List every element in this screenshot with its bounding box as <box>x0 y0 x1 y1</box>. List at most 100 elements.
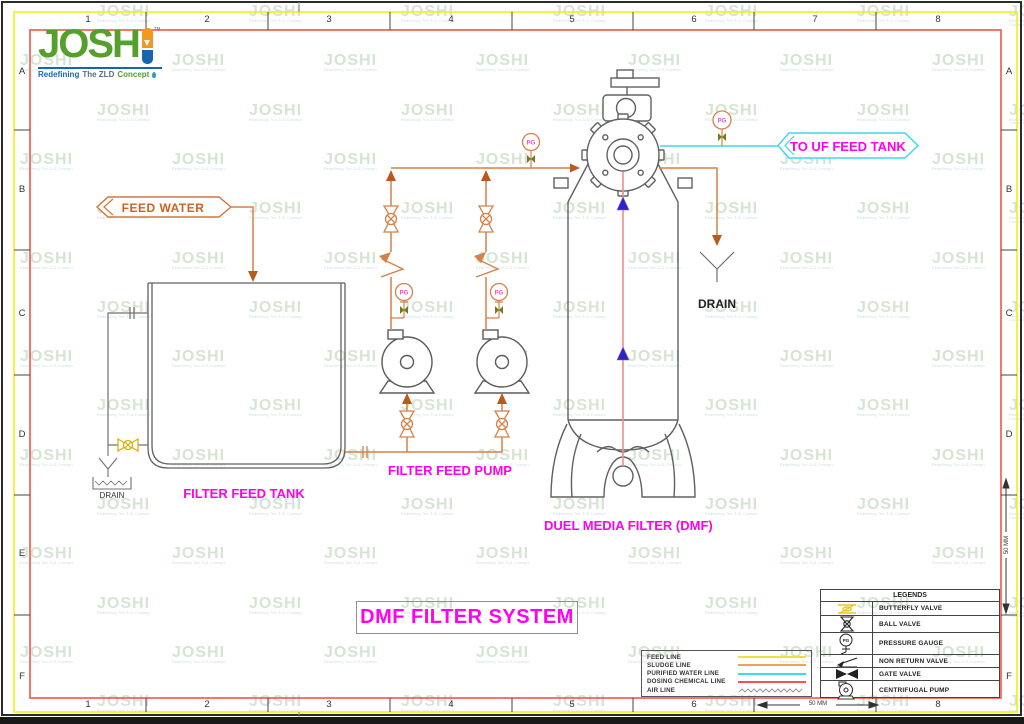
butterfly-valve-icon <box>821 601 873 615</box>
drain-right-label: DRAIN <box>698 297 736 311</box>
bottom-black-bar <box>0 717 1024 724</box>
dosing-line-sample <box>738 680 806 683</box>
legends-title: LEGENDS <box>893 592 927 599</box>
grid-row-left-e: E <box>18 548 26 559</box>
feed-water-label: FEED WATER <box>121 201 205 215</box>
gate-valve-drain <box>117 437 139 453</box>
legend-row: FEED LINE <box>647 653 806 661</box>
grid-col-bottom-4: 4 <box>448 699 454 710</box>
ball-valve-discharge <box>382 205 400 233</box>
drawing-title-box: DMF FILTER SYSTEM <box>356 601 578 634</box>
purified-line-sample <box>738 672 806 675</box>
filter-feed-tank-label: FILTER FEED TANK <box>183 486 305 501</box>
scale-label-right: 50 MM <box>1002 532 1012 558</box>
dmf-vessel <box>550 69 696 498</box>
non-return-valve-icon <box>821 654 873 668</box>
grid-row-right-b: B <box>1005 184 1013 195</box>
grid-col-top-5: 5 <box>569 14 575 25</box>
grid-col-bottom-8: 8 <box>935 699 941 710</box>
svg-text:PG: PG <box>842 638 849 643</box>
centrifugal-pump-icon <box>821 680 873 700</box>
grid-col-top-2: 2 <box>204 14 210 25</box>
pressure-gauge-icon: PG <box>821 632 873 654</box>
pg-tag: PG <box>718 119 727 125</box>
grid-row-right-c: C <box>1005 308 1013 319</box>
purified-water-line: PG <box>660 110 920 159</box>
grid-row-left-b: B <box>18 184 26 195</box>
backwash-flow-arrow <box>616 196 630 211</box>
grid-col-top-6: 6 <box>691 14 697 25</box>
grid-col-top-8: 8 <box>935 14 941 25</box>
flow-arrow-up <box>402 393 412 404</box>
filter-feed-tank-shape <box>147 282 346 469</box>
mini-valve <box>400 306 404 314</box>
grid-col-top-4: 4 <box>448 14 454 25</box>
logo-underline <box>38 67 162 69</box>
pg-tag: PG <box>400 291 409 297</box>
feed-header: PG <box>391 132 580 173</box>
drain-funnel-left <box>92 445 132 490</box>
filter-feed-pump-label: FILTER FEED PUMP <box>388 463 512 478</box>
backwash-drain <box>659 167 735 282</box>
centrifugal-pump-shape <box>378 329 436 394</box>
legends-table: LEGENDS BUTTERFLY VALVE BALL VALVE PG PR… <box>820 589 1000 700</box>
top-flange <box>581 113 665 197</box>
water-drop-icon <box>152 71 157 78</box>
legend-row: AIR LINE <box>647 686 806 694</box>
grid-col-bottom-5: 5 <box>569 699 575 710</box>
grid-row-right-a: A <box>1005 66 1013 77</box>
grid-row-left-f: F <box>19 671 25 682</box>
scale-label-bottom: 50 MM <box>800 700 836 709</box>
pressure-gauge-assembly: PG <box>391 282 414 319</box>
joshi-logo: JOSH TM Redefining The ZLD Concept <box>38 24 162 79</box>
grid-col-top-1: 1 <box>85 14 91 25</box>
line-type-legend: FEED LINE SLUDGE LINE PURIFIED WATER LIN… <box>641 650 812 697</box>
drain-funnel-right <box>699 251 735 282</box>
pump-train-2 <box>473 169 530 453</box>
